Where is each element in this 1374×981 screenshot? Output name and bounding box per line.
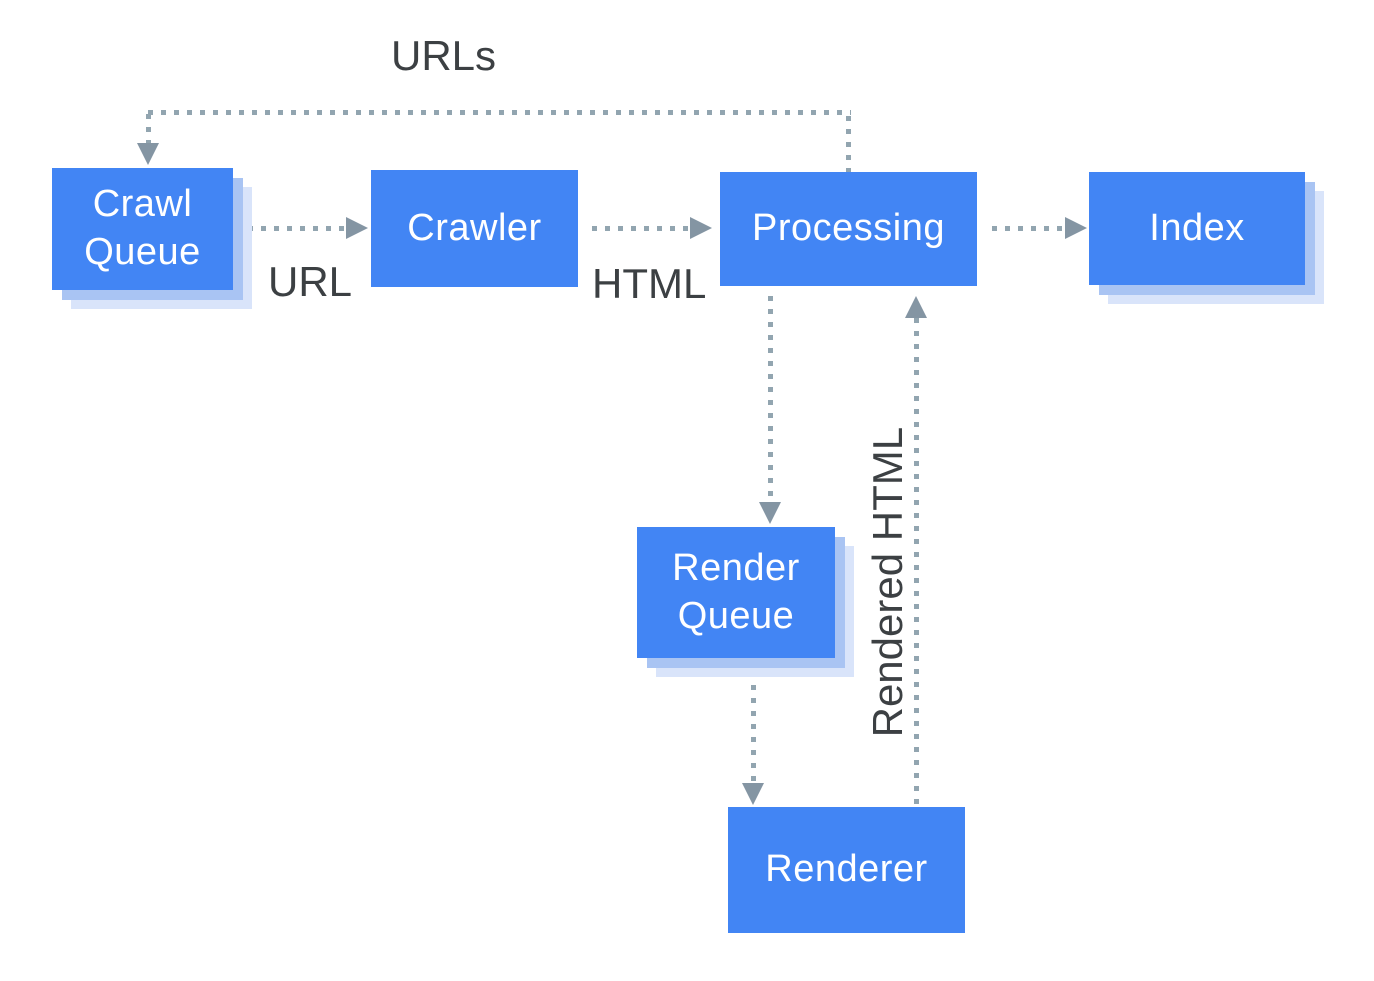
node-crawler: Crawler xyxy=(371,170,578,287)
edge-processing-crawlqueue-line-across xyxy=(148,110,851,115)
edge-renderqueue-renderer-line xyxy=(751,672,756,782)
arrowhead-right-icon xyxy=(346,217,368,239)
node-renderer-label: Renderer xyxy=(765,848,928,891)
node-index-label: Index xyxy=(1149,206,1245,249)
node-index: Index xyxy=(1089,172,1305,285)
edge-crawler-processing-line xyxy=(592,226,690,231)
node-crawl-queue: Crawl Queue xyxy=(52,168,233,290)
arrowhead-right-icon xyxy=(690,217,712,239)
edge-renderer-processing-line xyxy=(914,318,919,807)
node-crawl-queue-label: Crawl Queue xyxy=(84,183,201,273)
arrowhead-down-icon xyxy=(742,783,764,805)
arrowhead-up-icon xyxy=(905,296,927,318)
edge-label-rendered-html: Rendered HTML xyxy=(863,426,911,738)
arrowhead-down-icon xyxy=(759,502,781,524)
edge-processing-renderqueue-line xyxy=(768,296,773,501)
node-processing-label: Processing xyxy=(752,207,945,250)
edge-label-html: HTML xyxy=(592,260,707,307)
node-render-queue: Render Queue xyxy=(637,527,835,658)
node-crawler-label: Crawler xyxy=(407,206,542,249)
node-render-queue-label: Render Queue xyxy=(672,546,800,637)
edge-processing-index-line xyxy=(992,226,1065,231)
arrowhead-right-icon xyxy=(1065,217,1087,239)
node-renderer: Renderer xyxy=(728,807,965,933)
arrowhead-down-icon xyxy=(137,143,159,165)
edge-processing-crawlqueue-line-up xyxy=(846,116,851,172)
edge-label-url: URL xyxy=(268,258,353,305)
edge-crawlqueue-crawler-line xyxy=(248,226,346,231)
edge-processing-crawlqueue-line-down xyxy=(146,114,151,144)
edge-label-urls: URLs xyxy=(391,32,497,79)
node-processing: Processing xyxy=(720,172,977,286)
